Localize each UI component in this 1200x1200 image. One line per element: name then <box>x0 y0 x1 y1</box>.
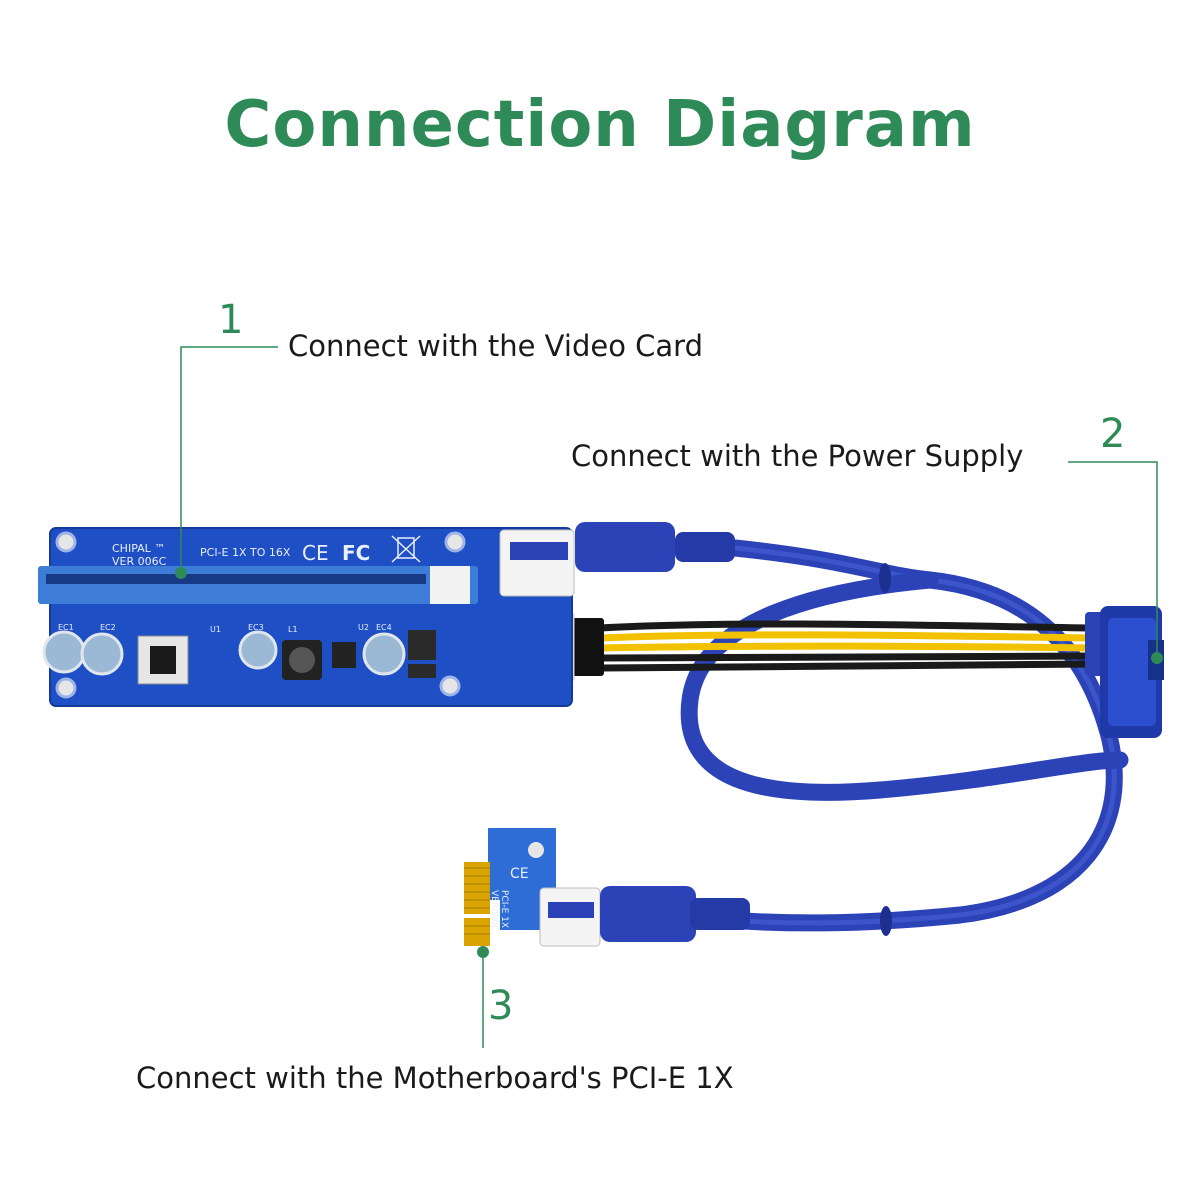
riser-mark-ce: CE <box>302 541 329 565</box>
label-ec3: EC3 <box>248 623 264 632</box>
usb-plug-adapter <box>600 886 750 942</box>
label-ec2: EC2 <box>100 623 116 632</box>
callout-3-number: 3 <box>488 983 514 1029</box>
pcie-1x-adapter: CE PCI-E 1X VER006C <box>464 828 601 958</box>
leader-line-2 <box>1068 461 1158 658</box>
capacitors <box>42 630 406 676</box>
callout-2-number: 2 <box>1100 411 1126 457</box>
gold-contacts <box>464 862 490 914</box>
adapter-text: PCI-E 1X <box>499 890 509 928</box>
usb-cable-loop-back <box>680 571 1129 801</box>
cable-tie-bottom <box>880 906 892 936</box>
riser-board: CHIPAL ™ VER 006C PCI-E 1X TO 16X CE FC … <box>38 527 575 707</box>
label-l1: L1 <box>288 625 298 634</box>
callout-3-text: Connect with the Motherboard's PCI-E 1X <box>136 1061 734 1095</box>
adapter-mark-ce: CE <box>510 866 529 882</box>
riser-mark-fc: FC <box>342 541 370 565</box>
label-ec1: EC1 <box>58 623 74 632</box>
cable-tie-top <box>879 563 891 593</box>
usb-plug-riser <box>575 522 735 572</box>
riser-version: VER 006C <box>112 555 167 568</box>
leader-line-1 <box>180 346 278 573</box>
weee-bin-icon <box>391 535 421 563</box>
power-wires <box>599 620 1096 672</box>
usb3-port-riser <box>499 529 575 597</box>
usb-cable-inner <box>697 545 1117 926</box>
label-ec4: EC4 <box>376 623 392 632</box>
riser-brand: CHIPAL ™ <box>112 542 165 555</box>
callout-2-text: Connect with the Power Supply <box>571 439 1024 473</box>
pcie-16x-slot <box>38 566 478 604</box>
label-u2: U2 <box>358 623 369 632</box>
usb-cable-loop <box>691 539 1123 932</box>
page-title: Connection Diagram <box>224 88 976 162</box>
leader-lines <box>180 346 1158 1048</box>
callout-2-marker <box>1151 652 1163 664</box>
callout-1-text: Connect with the Video Card <box>288 329 703 363</box>
callout-1-number: 1 <box>218 297 244 343</box>
adapter-version: VER006C <box>489 890 499 932</box>
riser-model: PCI-E 1X TO 16X <box>200 546 291 559</box>
label-u1: U1 <box>210 625 221 634</box>
